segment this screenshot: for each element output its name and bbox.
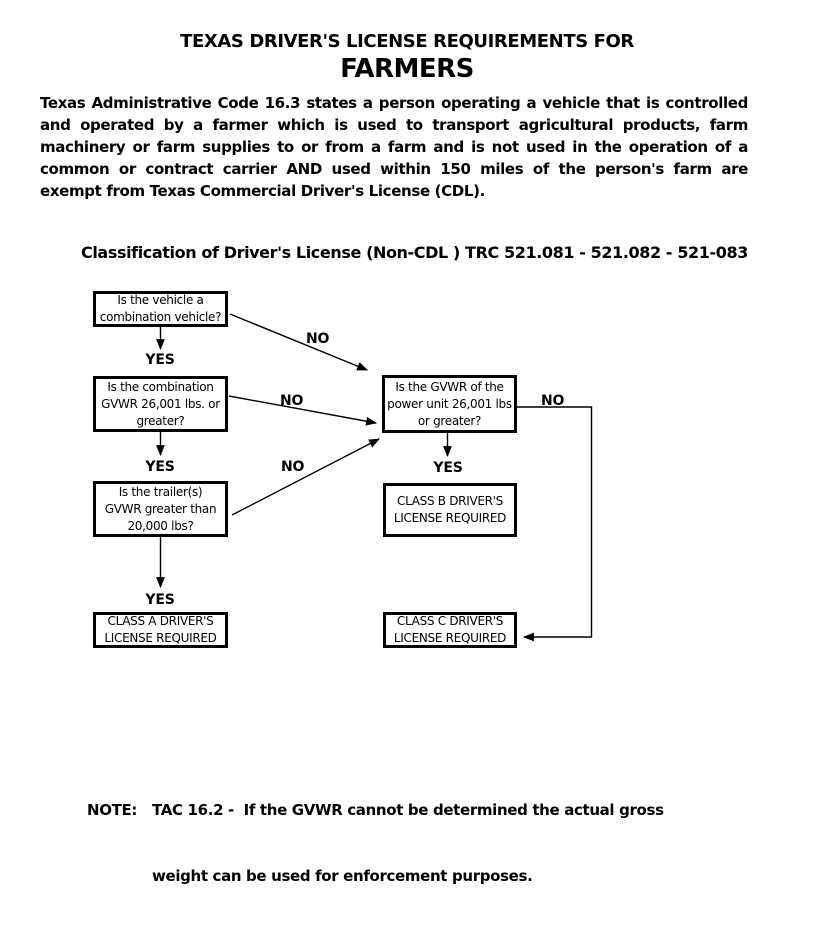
node-text-line: LICENSE REQUIRED [393,511,507,525]
no-label-trailer: NO [281,459,305,475]
intro-paragraph: Texas Administrative Code 16.3 states a … [40,94,748,200]
arrow-powerunit-no [517,406,593,642]
flow-node-question-power-unit-gvwr: Is the GVWR of the power unit 26,001 lbs… [382,375,517,433]
flow-node-question-combination-gvwr: Is the combination GVWR 26,001 lbs. or g… [93,376,228,432]
flow-node-result-class-b: CLASS B DRIVER'S LICENSE REQUIRED [383,483,517,537]
node-text-line: Is the vehicle a [117,293,204,307]
node-text-line: LICENSE REQUIRED [393,631,507,645]
document-page: TEXAS DRIVER'S LICENSE REQUIREMENTS FOR … [0,31,814,885]
arrow-trailer-no [231,438,380,516]
node-text-line: greater? [136,413,185,428]
yes-label-combination: YES [145,352,175,368]
flowchart-arrows [156,313,593,642]
node-text-line: CLASS C DRIVER'S [396,614,504,628]
page-subtitle-farmers: FARMERS [340,54,474,84]
node-text-line: CLASS A DRIVER'S [107,614,214,628]
node-text-line: Is the GVWR of the [395,379,504,394]
flow-node-question-trailer-gvwr: Is the trailer(s) GVWR greater than 20,0… [93,481,228,537]
node-text-line: CLASS B DRIVER'S [396,494,503,508]
title-block: TEXAS DRIVER'S LICENSE REQUIREMENTS FOR … [0,31,814,83]
node-text-line: or greater? [417,413,482,428]
page-title: TEXAS DRIVER'S LICENSE REQUIREMENTS FOR [180,31,634,52]
flow-node-result-class-c: CLASS C DRIVER'S LICENSE REQUIRED [383,612,517,648]
node-text-line: GVWR 26,001 lbs. or [101,396,220,411]
node-text-line: 20,000 lbs? [127,518,194,533]
flow-node-result-class-a: CLASS A DRIVER'S LICENSE REQUIRED [93,612,228,648]
node-text-line: power unit 26,001 lbs [387,396,512,411]
note-line-2: weight can be used for enforcement purpo… [152,867,533,885]
flow-node-question-combination: Is the vehicle a combination vehicle? [93,291,228,327]
no-label-combination-gvwr: NO [280,393,304,409]
no-label-combination: NO [306,331,330,347]
yes-label-power-unit: YES [433,460,463,476]
node-text-line: combination vehicle? [99,310,222,324]
node-text-line: Is the trailer(s) [118,484,203,499]
no-label-power-unit: NO [541,393,565,409]
arrow-combgvwr-no [228,395,378,426]
node-text-line: Is the combination [107,379,214,394]
node-text-line: GVWR greater than [104,501,217,516]
node-text-line: LICENSE REQUIRED [104,631,217,645]
yes-label-combination-gvwr: YES [145,459,175,475]
arrow-combination-no [229,313,369,371]
flowchart-heading: Classification of Driver's License (Non-… [81,243,748,262]
yes-label-trailer: YES [145,592,175,608]
